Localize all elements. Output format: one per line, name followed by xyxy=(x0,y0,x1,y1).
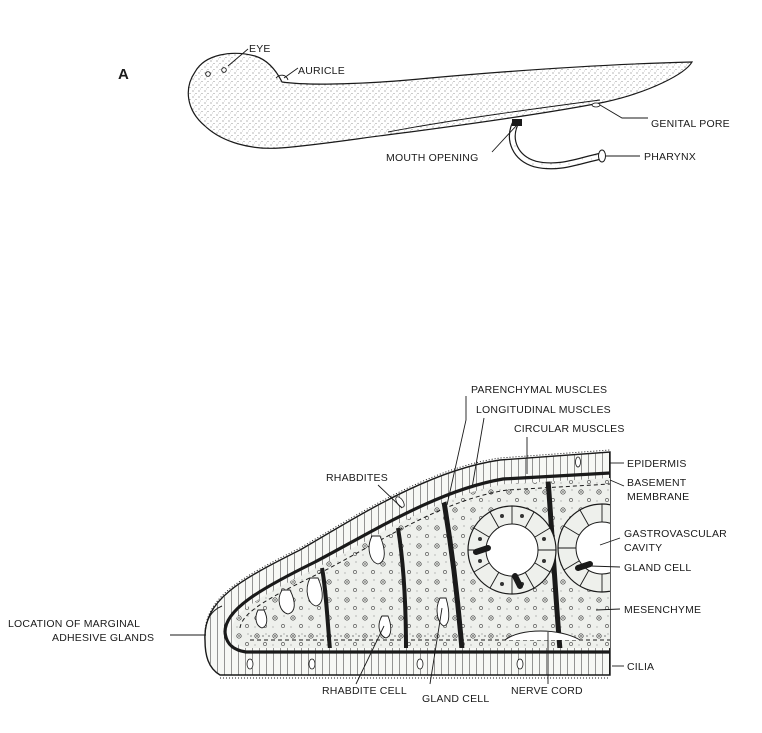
basement-membrane-top xyxy=(223,471,611,633)
eye-icon xyxy=(221,67,227,73)
genital-pore-leader xyxy=(599,104,648,119)
gland-cell-bottom-label: GLAND CELL xyxy=(422,693,489,705)
basement-membrane-label-line2: MEMBRANE xyxy=(627,491,689,503)
auricle-label: AURICLE xyxy=(298,65,345,77)
rhabdite-granules xyxy=(246,456,581,670)
planarian-body xyxy=(187,52,694,149)
cross-section-body xyxy=(204,449,611,679)
rhabdite-cells xyxy=(255,535,450,639)
marginal-glands-label-line1: LOCATION OF MARGINAL xyxy=(8,618,140,630)
genital-pore-label: GENITAL PORE xyxy=(651,118,730,130)
parenchymal-muscles-leader xyxy=(446,396,467,506)
longitudinal-muscles-leader xyxy=(471,417,485,489)
pharynx-tip xyxy=(598,149,606,163)
mesenchyme-leader xyxy=(595,608,621,611)
mouth-opening-leader xyxy=(491,125,517,153)
auricle-outline xyxy=(275,74,289,81)
cilia-label: CILIA xyxy=(627,661,654,673)
circular-muscles-label: CIRCULAR MUSCLES xyxy=(514,423,625,435)
gastrovascular-cavity-2 xyxy=(557,503,610,593)
rhabdite-cell-leader xyxy=(355,625,385,685)
marginal-glands-label-line2: ADHESIVE GLANDS xyxy=(52,632,154,644)
basement-membrane-bottom xyxy=(223,631,610,654)
pharynx-label: PHARYNX xyxy=(644,151,696,163)
auricle-leader xyxy=(283,67,299,79)
planarian-outline xyxy=(187,52,694,149)
nerve-cord-label: NERVE CORD xyxy=(511,685,583,697)
basement-membrane-leader xyxy=(609,479,625,487)
ventral-margin xyxy=(387,99,601,133)
eye-label: EYE xyxy=(249,43,271,55)
mouth-opening-label: MOUTH OPENING xyxy=(386,152,478,164)
gland-cell-right-leader xyxy=(589,565,621,568)
circular-muscle-band xyxy=(239,483,611,629)
eye-leader xyxy=(227,48,249,67)
gland-cell-bottom-leader xyxy=(429,607,443,685)
figure-b-leaders xyxy=(170,396,625,685)
parenchymal-muscle xyxy=(396,527,408,648)
parenchymal-muscle xyxy=(441,501,465,648)
pharynx xyxy=(508,119,606,170)
epidermis-label: EPIDERMIS xyxy=(627,458,687,470)
gastrovascular-cavity-label-line2: CAVITY xyxy=(624,542,662,554)
gastrovascular-cavity-leader xyxy=(599,537,621,546)
basement-membrane-label-line1: BASEMENT xyxy=(627,477,687,489)
longitudinal-muscles-label: LONGITUDINAL MUSCLES xyxy=(476,404,611,416)
mouth-opening-mark xyxy=(512,119,522,126)
rhabdite-cell-label: RHABDITE CELL xyxy=(322,685,407,697)
gastrovascular-cavity-label-line1: GASTROVASCULAR xyxy=(624,528,727,540)
gland-cell-right-label: GLAND CELL xyxy=(624,562,691,574)
genital-pore-mark xyxy=(591,102,601,108)
rhabdites-leader xyxy=(377,484,403,509)
parenchymal-muscles-label: PARENCHYMAL MUSCLES xyxy=(471,384,607,396)
nerve-cord-shape xyxy=(504,630,581,641)
parenchymal-muscle xyxy=(320,567,332,648)
mesenchyme-label: MESENCHYME xyxy=(624,604,701,616)
gastrovascular-cavity-1 xyxy=(467,505,557,595)
figure-a-letter: A xyxy=(118,66,129,83)
eye-icon xyxy=(205,71,211,77)
rhabdites-label: RHABDITES xyxy=(326,472,388,484)
